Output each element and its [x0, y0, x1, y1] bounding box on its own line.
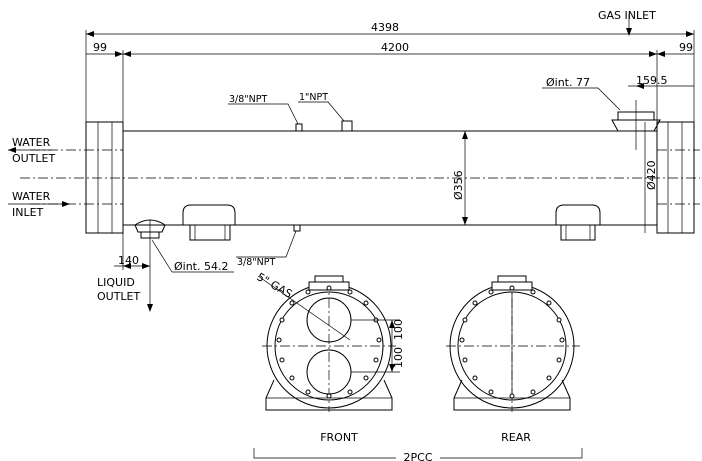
water-inlet-line1: WATER	[12, 190, 51, 203]
gas-inlet-dia-label: Øint. 77	[546, 76, 590, 89]
rear-view-label: REAR	[501, 431, 531, 444]
dim-nozzle-spacing-b: 100	[392, 347, 405, 368]
front-view-label: FRONT	[320, 431, 358, 444]
drain-plug	[293, 224, 301, 232]
dim-right-flange: 99	[679, 41, 693, 54]
quantity-bracket	[253, 448, 583, 459]
liquid-outlet-line2: OUTLET	[97, 290, 141, 303]
dim-shell: 4200	[381, 41, 409, 54]
side-view	[20, 100, 700, 262]
front-view	[257, 275, 400, 412]
dim-left-flange: 99	[93, 41, 107, 54]
dim-liquid-outlet-offset: 140	[118, 254, 139, 267]
vent-a-label: 3/8"NPT	[229, 94, 267, 105]
dim-nozzle-spacing-a: 100	[392, 319, 405, 340]
liquid-outlet-line1: LIQUID	[97, 276, 135, 289]
drain-label: 3/8"NPT	[237, 257, 275, 268]
liquid-outlet-dia-label: Øint. 54.2	[174, 260, 228, 273]
dim-shell-dia: Ø356	[452, 170, 465, 200]
front-bolts	[276, 285, 382, 399]
top-dimensions	[85, 14, 695, 122]
saddle-left	[182, 204, 236, 241]
dim-gas-inlet-offset: 159.5	[636, 74, 668, 87]
water-outlet-line1: WATER	[12, 136, 51, 149]
gas-inlet-label: GAS INLET	[598, 9, 656, 22]
gas-inlet-nozzle	[611, 100, 661, 150]
saddle-right	[555, 204, 601, 241]
water-outlet-line2: OUTLET	[12, 152, 56, 165]
water-inlet-line2: INLET	[12, 206, 44, 219]
vent-large	[341, 120, 353, 132]
vent-small	[295, 123, 303, 132]
rear-view	[446, 275, 580, 412]
vent-b-label: 1"NPT	[299, 92, 328, 103]
leaders	[8, 87, 621, 312]
right-flange	[656, 121, 695, 234]
dim-overall: 4398	[371, 21, 399, 34]
left-flange	[85, 121, 124, 234]
rear-bolts	[459, 285, 565, 399]
quantity-label: 2PCC	[404, 451, 433, 461]
dim-flange-dia: Ø420	[645, 160, 658, 190]
liquid-outlet-nozzle	[134, 219, 166, 262]
gas-thread-label: 5" GAS	[255, 270, 295, 301]
